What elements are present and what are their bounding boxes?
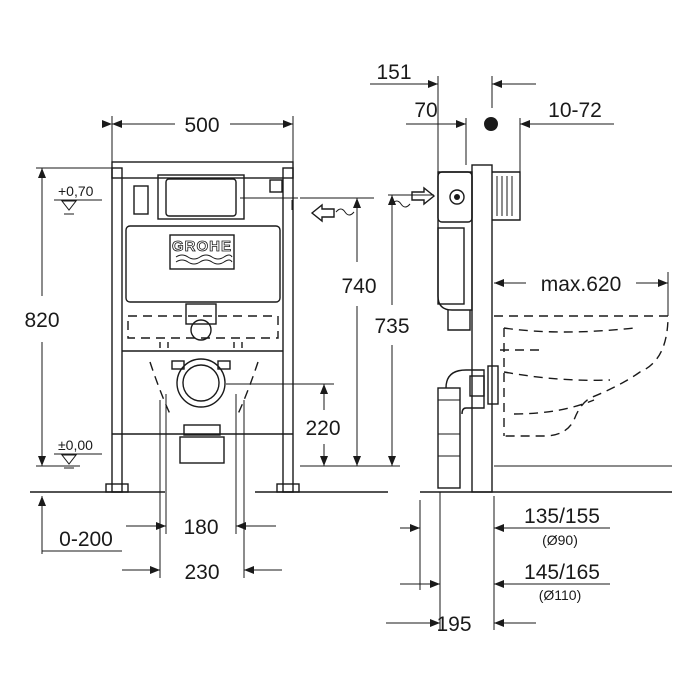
drain-assembly xyxy=(159,303,243,464)
dim-pipe-large: 145/165 xyxy=(524,561,600,584)
water-inlet-arrow xyxy=(240,197,355,223)
dim-pipe-small-dia: (Ø90) xyxy=(542,532,578,548)
dim-spacing-inner: 180 xyxy=(183,516,218,539)
dim-flush-height: 740 xyxy=(341,275,376,298)
dim-depth-top: 151 xyxy=(376,61,411,84)
dim-wall-gap: 10-72 xyxy=(548,99,602,122)
cistern: GROHE xyxy=(125,225,281,303)
side-view: 151 70 10-72 735 max.620 135/155 (Ø90) xyxy=(370,61,672,636)
front-view: GROHE 500 xyxy=(24,114,388,584)
dim-drain-height: 220 xyxy=(305,417,340,440)
dim-side-height: 735 xyxy=(374,315,409,338)
dim-depth-frame: 70 xyxy=(414,99,437,122)
dim-width: 500 xyxy=(184,114,219,137)
flush-plate xyxy=(133,174,283,220)
drain-pipe-side xyxy=(437,365,499,489)
dim-offset: 0-200 xyxy=(59,528,113,551)
toilet-bowl-outline xyxy=(494,315,669,437)
cistern-side xyxy=(437,171,473,331)
level-bottom-label: ±0,00 xyxy=(58,437,93,453)
dim-spacing-outer: 230 xyxy=(184,561,219,584)
dim-height: 820 xyxy=(24,309,59,332)
level-marker-bottom: ±0,00 xyxy=(54,437,102,469)
level-top-label: +0,70 xyxy=(58,183,94,199)
dim-pipe-small: 135/155 xyxy=(524,505,600,528)
dim-max-projection: max.620 xyxy=(541,273,622,296)
dim-depth-bottom: 195 xyxy=(436,613,471,636)
frame-uprights xyxy=(105,161,300,493)
level-marker-top: +0,70 xyxy=(54,183,102,215)
brand-logo: GROHE xyxy=(169,234,235,270)
dim-pipe-large-dia: (Ø110) xyxy=(539,587,582,603)
brand-text: GROHE xyxy=(172,238,232,255)
